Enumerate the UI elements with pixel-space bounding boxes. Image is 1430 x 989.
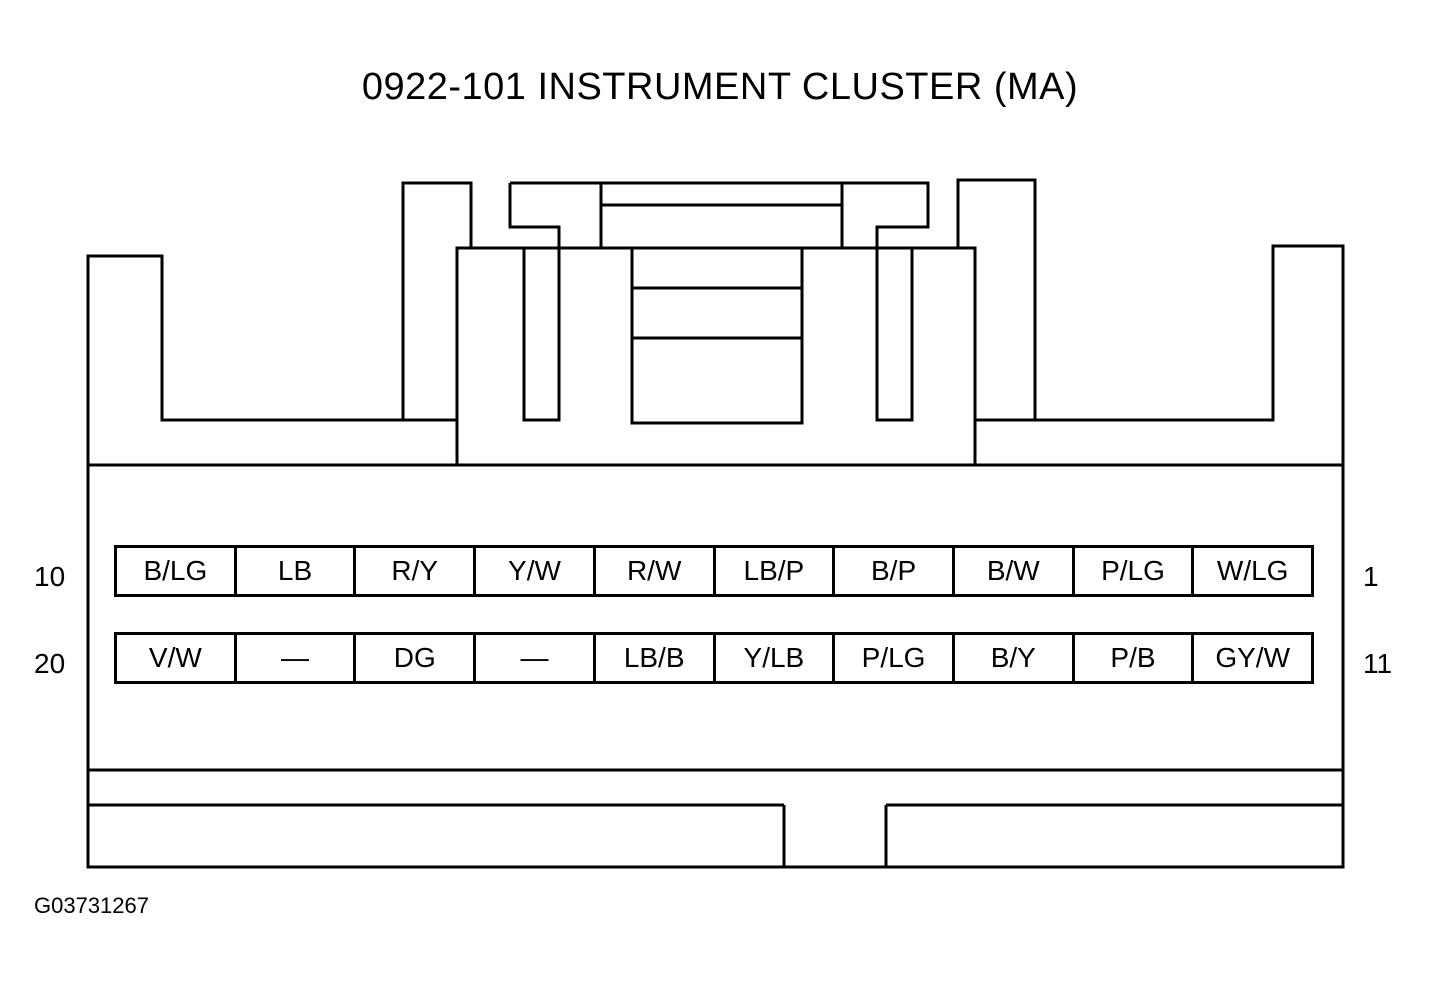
- pin-number-top-right: 1: [1363, 561, 1379, 592]
- pin-row-top: B/LG LB R/Y Y/W R/W LB/P B/P B/W P/LG W/…: [114, 545, 1314, 597]
- pin-number-bottom-left: 20: [34, 648, 66, 679]
- pin-number-bottom-right: 11: [1363, 648, 1393, 679]
- pin-cell: V/W: [117, 635, 237, 681]
- pin-cell: —: [237, 635, 357, 681]
- pin-cell: W/LG: [1216, 555, 1289, 586]
- pin-row-bottom: V/W — DG — LB/B Y/LB P/LG B/Y P/B GY/W: [114, 632, 1314, 684]
- pin-cell: R/Y: [356, 548, 477, 594]
- diagram-title: 0922-101 INSTRUMENT CLUSTER (MA): [361, 66, 1079, 108]
- pin-cell: LB/B: [596, 635, 716, 681]
- pin-cell: P/B: [1075, 635, 1195, 681]
- pin-number-top-left: 10: [34, 561, 66, 592]
- pin-cell: —: [476, 635, 596, 681]
- pin-cell: GY/W: [1215, 642, 1291, 673]
- figure-id: G03731267: [34, 893, 149, 918]
- pin-cell: Y/LB: [716, 635, 836, 681]
- pin-cell: LB/P: [716, 548, 836, 594]
- pin-cell: P/LG: [835, 635, 955, 681]
- pin-cell: B/W: [955, 548, 1075, 594]
- pin-cell: R/W: [596, 548, 716, 594]
- pin-cell: LB: [237, 548, 357, 594]
- pin-cell: B/Y: [955, 635, 1075, 681]
- pin-cell: Y/W: [476, 548, 596, 594]
- pin-cell: B/LG: [117, 548, 237, 594]
- pin-cell: P/LG: [1075, 548, 1195, 594]
- pin-cell: DG: [356, 635, 477, 681]
- pin-cell: B/P: [835, 548, 955, 594]
